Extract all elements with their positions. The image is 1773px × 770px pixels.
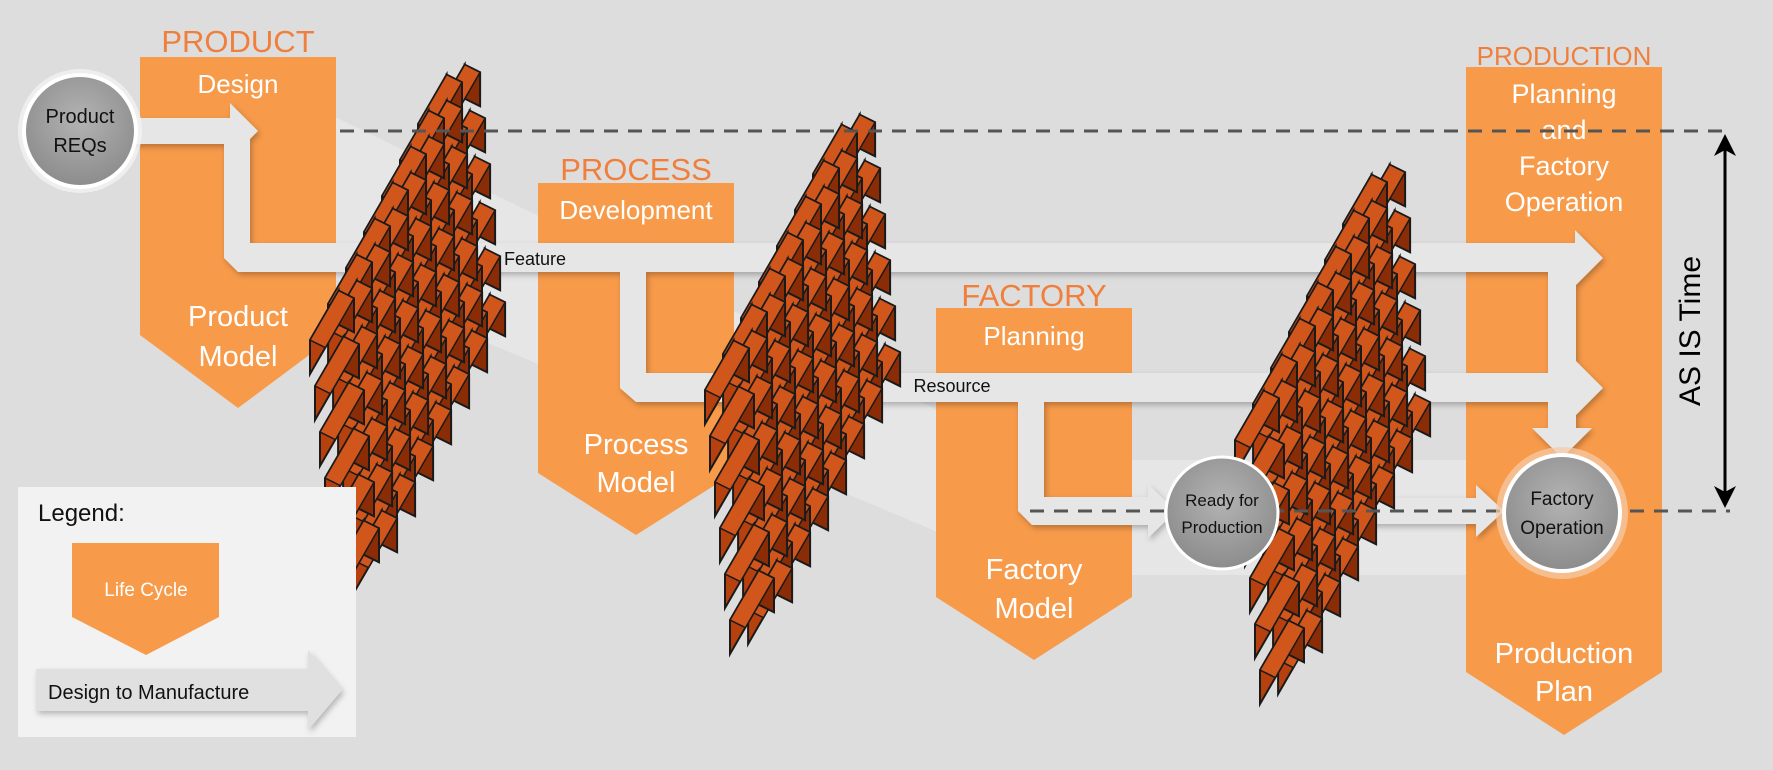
stage-category-label: PRODUCT xyxy=(161,24,314,59)
circle-label: REQs xyxy=(53,135,106,157)
stage-model-label: Model xyxy=(995,593,1074,625)
stage-phase-label: Design xyxy=(198,69,279,99)
brick-wall-1 xyxy=(308,60,507,608)
brick-top xyxy=(713,431,761,491)
stage-model-label: Model xyxy=(597,467,676,499)
stage-model-label: Production xyxy=(1495,638,1634,670)
arrow-up-icon xyxy=(1714,134,1736,156)
legend-arrow-label: Design to Manufacture xyxy=(48,682,249,704)
brick-wall-3 xyxy=(1233,160,1432,708)
brick-top xyxy=(728,569,776,629)
brick-top xyxy=(723,523,771,583)
circle-node xyxy=(22,73,138,189)
time-axis-label: AS IS Time xyxy=(1674,256,1707,406)
legend-lifecycle-swatch xyxy=(72,543,219,655)
flow-label-feature: Feature xyxy=(504,249,566,269)
circle-label: Ready for xyxy=(1185,491,1259,510)
stage-phase-label: Development xyxy=(559,195,713,225)
circle-label: Operation xyxy=(1520,518,1603,539)
circle-label: Product xyxy=(46,106,115,128)
arrow-feature-flow xyxy=(224,131,1603,286)
brick-top xyxy=(313,335,361,395)
brick-top xyxy=(718,477,766,537)
brick-top xyxy=(1233,389,1281,449)
brick-top xyxy=(708,385,756,445)
brick-top xyxy=(318,381,366,441)
circle-ready-for-production: Ready for Production xyxy=(1164,455,1280,571)
stage-phase-label: Planning xyxy=(1511,79,1616,109)
circle-factory-operation: Factory Operation xyxy=(1496,447,1628,579)
stage-model-label: Process xyxy=(584,429,689,461)
flow-label-resource: Resource xyxy=(913,376,990,396)
legend-title: Legend: xyxy=(38,500,125,527)
stage-phase-label: Factory xyxy=(1519,151,1610,181)
stage-category-label: FACTORY xyxy=(961,278,1106,313)
stage-phase-label: Operation xyxy=(1505,187,1624,217)
arrow-down-icon xyxy=(1714,486,1736,508)
stage-model-label: Product xyxy=(188,301,288,333)
legend-arrow-swatch xyxy=(36,650,342,730)
brick-top xyxy=(1258,619,1306,679)
stage-category-label: PRODUCTION xyxy=(1477,41,1652,71)
stage-phase-label: Planning xyxy=(983,321,1084,351)
arrow-planning-to-ready xyxy=(1018,388,1176,538)
circle-label: Production xyxy=(1181,518,1262,537)
brick-walls xyxy=(308,60,1432,708)
brick-top xyxy=(1253,573,1301,633)
arrow-reqs-to-design xyxy=(130,103,258,159)
time-axis: AS IS Time xyxy=(1674,134,1736,508)
brick-top xyxy=(323,427,371,487)
stage-category-label: PROCESS xyxy=(560,152,712,187)
circle-node xyxy=(1164,455,1280,571)
arrow-down-to-operation xyxy=(1532,258,1592,458)
stage-model-label: Factory xyxy=(986,554,1083,586)
circle-label: Factory xyxy=(1530,489,1594,510)
brick-top xyxy=(308,289,356,349)
stage-model-label: Plan xyxy=(1535,676,1593,708)
brick-wall-2 xyxy=(703,110,902,658)
circle-product-reqs: Product REQs xyxy=(18,69,142,193)
legend: Legend: Life Cycle Design to Manufacture xyxy=(18,487,356,737)
legend-lifecycle-label: Life Cycle xyxy=(104,580,187,601)
brick-top xyxy=(703,339,751,399)
circle-node xyxy=(1502,453,1622,573)
stage-model-label: Model xyxy=(199,341,278,373)
